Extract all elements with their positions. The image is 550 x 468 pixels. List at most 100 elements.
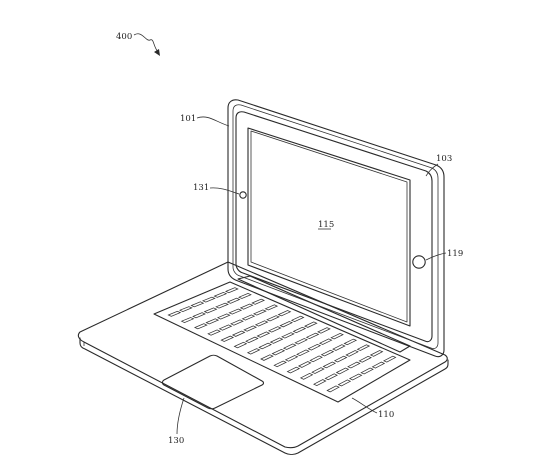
keyboard-key <box>307 343 322 351</box>
keyboard-key <box>238 292 252 299</box>
lid-inner-edge <box>232 104 439 350</box>
keyboard-key <box>348 373 363 381</box>
keyboard-key <box>322 361 337 369</box>
keyboard-key <box>324 373 338 381</box>
keyboard-key <box>180 317 195 324</box>
laptop-lid <box>227 99 445 358</box>
keyboard-key <box>246 348 261 355</box>
keyboard-key <box>239 303 254 310</box>
laptop-base <box>77 261 449 456</box>
keyboard-key <box>201 296 216 303</box>
keyboard-key <box>192 312 206 319</box>
keyboard-key <box>190 301 205 308</box>
keyboard-key <box>260 354 274 361</box>
keyboard-key <box>345 350 359 357</box>
keyboard-key <box>326 385 340 393</box>
keyboard-key <box>193 323 208 330</box>
keyboard-key <box>282 343 297 350</box>
keyboard-key <box>299 372 314 380</box>
display-inner-edge <box>250 130 408 323</box>
keyboard-key <box>292 326 307 334</box>
ref-label-trackpad: 130 <box>168 436 184 446</box>
keyboard-key <box>207 329 221 336</box>
ref-arrowhead-device <box>154 49 160 56</box>
bezel <box>235 111 433 343</box>
keyboard-key <box>343 338 358 346</box>
keyboard-key <box>279 321 294 328</box>
keyboard <box>153 281 411 403</box>
keyboard-key <box>251 298 266 305</box>
keyboard-key <box>335 367 350 375</box>
display-screen <box>247 127 411 327</box>
keyboard-key <box>318 338 333 345</box>
camera-lens <box>239 191 247 199</box>
ref-leader-bezel <box>425 163 439 177</box>
keyboard-key <box>213 291 228 298</box>
keyboard-key <box>358 355 372 363</box>
keyboard-key <box>256 331 271 338</box>
keyboard-key <box>267 326 282 333</box>
keyboard-key <box>231 330 246 337</box>
ref-label-display: 115 <box>318 220 334 230</box>
keyboard-key <box>220 335 235 342</box>
keyboard-key <box>347 361 361 369</box>
keyboard-key <box>254 320 269 327</box>
keyboard-key <box>309 355 323 363</box>
ref-leader-lid <box>196 116 230 127</box>
keyboard-well-outline <box>153 281 411 403</box>
trackpad <box>161 354 265 410</box>
keyboard-key <box>264 304 279 311</box>
keyboard-key <box>241 314 256 321</box>
keyboard-key <box>215 302 229 309</box>
home-button <box>412 255 426 269</box>
keyboard-key <box>330 332 344 340</box>
keyboard-key <box>320 349 335 357</box>
lid-outer-shell <box>227 99 445 358</box>
base-top-surface <box>77 261 448 449</box>
keyboard-key <box>252 309 267 316</box>
ref-leader-trackpad <box>176 397 185 435</box>
keyboard-key <box>178 306 193 313</box>
keyboard-key <box>167 310 182 317</box>
keyboard-key <box>277 310 292 317</box>
keyboard-key <box>371 361 386 369</box>
ref-label-device: 400 <box>116 32 132 42</box>
keyboard-key <box>205 318 220 325</box>
keyboard-key <box>228 308 243 315</box>
keyboard-keys <box>167 287 397 393</box>
keyboard-key <box>203 307 218 314</box>
keyboard-key <box>317 327 331 334</box>
keyboard-key <box>383 355 397 363</box>
keyboard-key <box>311 367 325 374</box>
keyboard-key <box>369 350 384 357</box>
keyboard-key <box>245 336 259 344</box>
keyboard-key <box>224 287 239 294</box>
keyboard-key <box>294 338 308 345</box>
keyboard-key <box>360 367 374 375</box>
keyboard-key <box>266 315 280 322</box>
base-front-edge <box>79 337 449 456</box>
keyboard-key <box>337 379 352 387</box>
ref-label-bezel: 103 <box>436 154 452 164</box>
keyboard-key <box>290 315 305 323</box>
keyboard-key <box>271 348 286 356</box>
keyboard-key <box>258 342 272 350</box>
keyboard-key <box>297 361 312 368</box>
keyboard-key <box>216 313 231 320</box>
keyboard-key <box>233 341 248 349</box>
ref-leader-device <box>133 33 159 53</box>
ref-leader-keyboard <box>351 397 378 414</box>
keyboard-key <box>243 325 258 332</box>
keyboard-key <box>281 332 295 339</box>
keyboard-key <box>356 344 371 351</box>
ref-leader-camera <box>209 187 240 195</box>
keyboard-key <box>273 360 287 368</box>
keyboard-key <box>333 355 348 363</box>
ref-label-home-button: 119 <box>447 249 463 259</box>
keyboard-key <box>313 379 327 387</box>
keyboard-key <box>305 332 320 340</box>
keyboard-key <box>296 349 310 357</box>
keyboard-key <box>218 324 233 331</box>
keyboard-key <box>269 337 284 344</box>
